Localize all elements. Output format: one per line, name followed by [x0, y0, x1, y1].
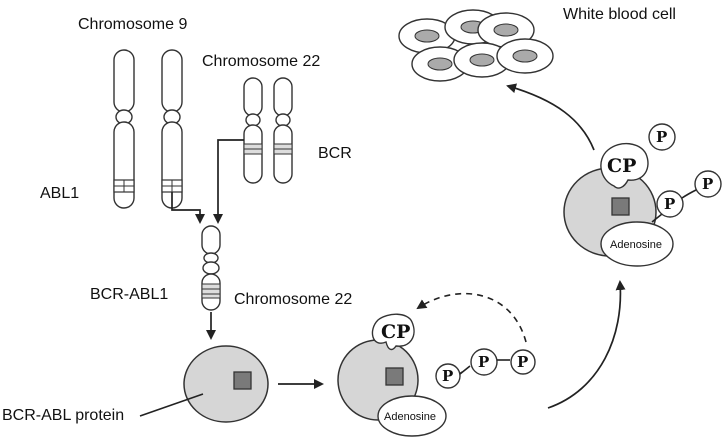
cp-2-shape [600, 143, 649, 189]
arrow-bcr-to-fusion [213, 139, 244, 224]
wbc-6 [496, 38, 554, 74]
label-p-1: P [442, 367, 453, 385]
label-bcr-abl-protein: BCR-ABL protein [2, 407, 124, 424]
label-p-6: P [702, 175, 713, 193]
bcr-abl-phosphorylated-complex [563, 123, 722, 267]
label-abl1: ABL1 [40, 185, 79, 202]
label-cp-1: CP [381, 321, 410, 343]
adenosine-1-shape [377, 395, 447, 437]
label-bcr-abl1: BCR-ABL1 [90, 286, 168, 303]
label-p-3: P [517, 353, 528, 371]
adenosine-2-shape [600, 221, 674, 267]
wbc-1 [398, 18, 456, 54]
arrow-to-white-blood-cells [506, 83, 595, 151]
protein-pointer-line [139, 393, 204, 417]
dashed-phosphorylation-arrow [416, 292, 527, 343]
arrow-abl1-to-fusion [171, 192, 200, 222]
bcr-abl-protein-cell [183, 345, 269, 423]
chromosome-9-pair [113, 49, 183, 209]
wbc-4 [411, 46, 469, 82]
label-cp-2: CP [607, 155, 636, 177]
label-adenosine-2: Adenosine [610, 239, 662, 251]
label-p-4: P [656, 128, 667, 146]
arrow-complex-to-active [547, 280, 626, 409]
white-blood-cell-cluster [398, 9, 554, 82]
chromosome-22-left [243, 77, 263, 184]
bcr-abl1-chromosome [201, 225, 221, 311]
bcr-abl-active-complex [337, 313, 536, 437]
chromosome-9-right [161, 49, 183, 209]
label-bcr: BCR [318, 145, 352, 162]
label-chromosome-9: Chromosome 9 [78, 16, 187, 33]
cp-1-shape [371, 313, 415, 351]
label-chromosome-22-top: Chromosome 22 [202, 53, 320, 70]
label-p-5: P [664, 195, 675, 213]
label-chromosome-22-bottom: Chromosome 22 [234, 291, 352, 308]
chromosome-22-pair [243, 77, 293, 184]
chromosome-9-left [113, 49, 135, 209]
chromosome-22-right [273, 77, 293, 184]
label-white-blood-cell: White blood cell [563, 6, 676, 23]
label-adenosine-1: Adenosine [384, 411, 436, 423]
label-p-2: P [478, 353, 489, 371]
